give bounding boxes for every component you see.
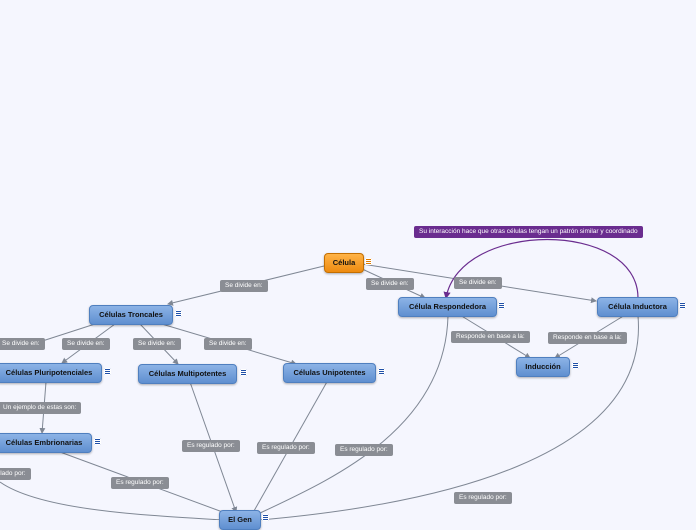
label-responde-en-base: Responde en base a la:	[451, 331, 530, 343]
label-es-regulado-por: Es regulado por:	[257, 442, 315, 454]
note-icon[interactable]	[572, 362, 579, 369]
note-icon[interactable]	[104, 368, 111, 375]
label-se-divide-en: Se divide en:	[133, 338, 181, 350]
node-celula-inductora[interactable]: Célula Inductora	[597, 297, 678, 317]
label-un-ejemplo: Un ejemplo de estas son:	[0, 402, 82, 414]
note-icon[interactable]	[94, 438, 101, 445]
node-celula[interactable]: Célula	[324, 253, 364, 273]
link-inductora-respondedora	[443, 239, 639, 300]
link-left-gen	[0, 481, 223, 520]
note-icon[interactable]	[262, 514, 269, 521]
label-interaccion: Su interacción hace que otras células te…	[414, 226, 643, 238]
note-icon[interactable]	[175, 310, 182, 317]
note-icon[interactable]	[679, 302, 686, 309]
link-respondedora-gen	[257, 315, 449, 515]
link-inductora-gen	[259, 315, 639, 520]
node-celulas-pluripotenciales[interactable]: Células Pluripotenciales	[0, 363, 102, 383]
node-el-gen[interactable]: El Gen	[219, 510, 261, 530]
label-se-divide-en: Se divide en:	[454, 277, 502, 289]
node-celulas-multipotentes[interactable]: Células Multipotentes	[138, 364, 237, 384]
node-induccion[interactable]: Inducción	[516, 357, 570, 377]
label-se-divide-en: Se divide en:	[204, 338, 252, 350]
note-icon[interactable]	[365, 258, 372, 265]
note-icon[interactable]	[498, 302, 505, 309]
label-es-regulado-por: Es regulado por:	[111, 477, 169, 489]
note-icon[interactable]	[240, 369, 247, 376]
node-celulas-troncales[interactable]: Células Troncales	[89, 305, 173, 325]
node-celula-respondedora[interactable]: Célula Respondedora	[398, 297, 497, 317]
node-celulas-embrionarias[interactable]: Células Embrionarias	[0, 433, 92, 453]
label-es-regulado-por: Es regulado por:	[454, 492, 512, 504]
label-es-regulado-por: Es regulado por:	[182, 440, 240, 452]
note-icon[interactable]	[378, 368, 385, 375]
label-se-divide-en: Se divide en:	[0, 338, 45, 350]
label-se-divide-en: Se divide en:	[366, 278, 414, 290]
label-es-regulado-por: gulado por:	[0, 468, 31, 480]
label-es-regulado-por: Es regulado por:	[335, 444, 393, 456]
label-se-divide-en: Se divide en:	[62, 338, 110, 350]
node-celulas-unipotentes[interactable]: Células Unipotentes	[283, 363, 376, 383]
label-se-divide-en: Se divide en:	[220, 280, 268, 292]
label-responde-en-base: Responde en base a la:	[548, 332, 627, 344]
